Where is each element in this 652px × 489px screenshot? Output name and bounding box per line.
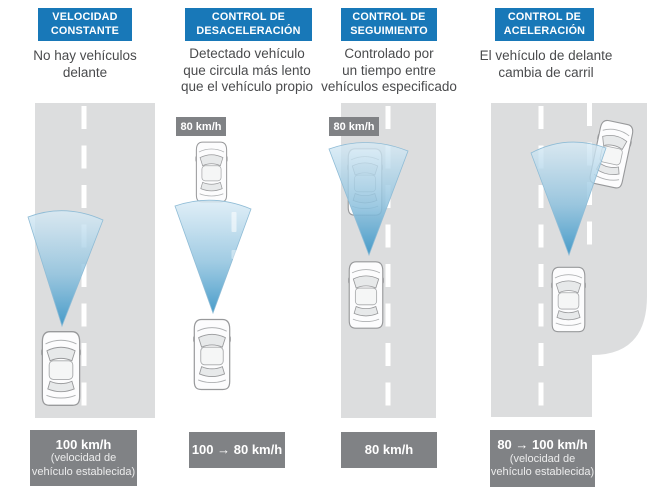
speed-summary-line: (velocidad de	[509, 452, 576, 465]
header-line: CONTROL DE	[507, 11, 582, 23]
description-line: delante	[62, 64, 108, 80]
description-control-seguimiento: Controlado por un tiempo entre vehículos…	[304, 46, 474, 96]
description-line: cambia de carril	[498, 64, 594, 80]
speed-summary-line: vehículo establecida)	[490, 466, 595, 479]
scene-control-desaceleracion	[174, 141, 252, 391]
description-velocidad-constante: No hay vehículos delante	[0, 48, 170, 81]
description-line: vehículos especificado	[321, 79, 457, 94]
header-line: VELOCIDAD	[52, 11, 118, 23]
description-control-desaceleracion: Detectado vehículo que circula más lento…	[162, 46, 332, 96]
radar-cone-icon	[27, 210, 104, 328]
scene-velocidad-constante	[27, 103, 155, 418]
speed-summary-control-seguimiento: 80 km/h	[341, 432, 437, 468]
own-car-icon	[41, 331, 81, 406]
speed-summary-control-desaceleracion: 100 → 80 km/h	[189, 432, 285, 468]
speed-summary-control-aceleracion: 80 → 100 km/h (velocidad de vehículo est…	[490, 430, 595, 487]
header-badge-control-seguimiento: CONTROL DE SEGUIMIENTO	[341, 8, 437, 41]
lane-marking	[231, 212, 237, 232]
header-line: SEGUIMIENTO	[350, 24, 428, 37]
speed-summary-line: 100 → 80 km/h	[191, 442, 283, 458]
speed-summary-line: vehículo establecida)	[31, 465, 136, 478]
radar-cone-icon	[530, 141, 607, 257]
radar-cone-icon	[174, 199, 252, 315]
lane-marking	[231, 250, 237, 259]
header-badge-control-desaceleracion: CONTROL DE DESACELERACIÓN	[185, 8, 312, 41]
speed-summary-line: 100 km/h	[55, 436, 112, 452]
own-car-icon	[348, 261, 384, 329]
description-line: Controlado por	[344, 46, 434, 61]
speed-summary-velocidad-constante: 100 km/h (velocidad de vehículo establec…	[30, 430, 137, 486]
own-car-icon	[193, 318, 231, 391]
header-line: CONSTANTE	[50, 24, 120, 37]
speed-summary-line: 80 → 100 km/h	[497, 437, 588, 453]
radar-cone-icon	[328, 142, 409, 257]
header-line: CONTROL DE	[352, 11, 426, 23]
header-line: ACELERACIÓN	[503, 24, 586, 37]
description-line: No hay vehículos	[33, 48, 137, 63]
speed-tag-lead-car: 80 km/h	[329, 117, 379, 136]
description-control-aceleracion: El vehículo de delante cambia de carril	[461, 48, 631, 81]
speed-tag-label: 80 km/h	[333, 120, 375, 133]
header-badge-velocidad-constante: VELOCIDAD CONSTANTE	[38, 8, 132, 41]
description-line: Detectado vehículo	[189, 46, 305, 61]
header-line: CONTROL DE	[211, 11, 286, 23]
speed-summary-line: (velocidad de	[50, 452, 117, 465]
scene-control-aceleracion	[491, 103, 647, 417]
header-line: DESACELERACIÓN	[196, 24, 301, 37]
speed-tag-lead-car: 80 km/h	[176, 117, 226, 136]
description-line: El vehículo de delante	[479, 48, 613, 63]
own-car-icon	[551, 266, 586, 333]
description-line: un tiempo entre	[342, 62, 436, 78]
description-line: que circula más lento	[183, 62, 311, 78]
description-line: que el vehículo propio	[180, 79, 314, 94]
speed-summary-line: 80 km/h	[364, 442, 414, 458]
scene-control-seguimiento	[328, 103, 436, 418]
lead-car-icon	[195, 141, 228, 203]
header-badge-control-aceleracion: CONTROL DE ACELERACIÓN	[495, 8, 594, 41]
speed-tag-label: 80 km/h	[180, 120, 222, 133]
